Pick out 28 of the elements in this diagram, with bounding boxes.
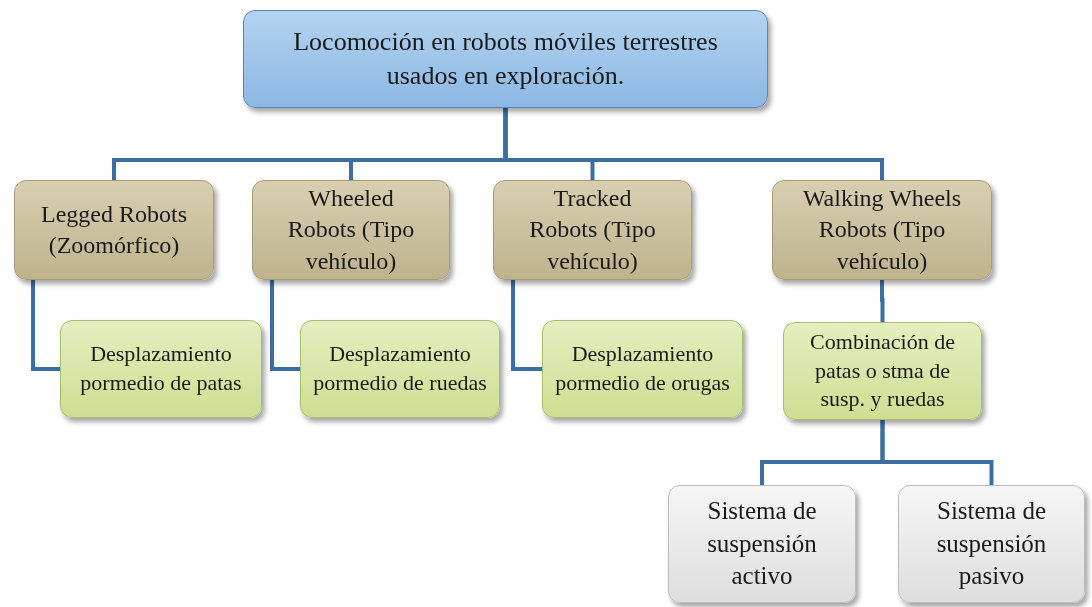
box-label: Legged Robots (Zoomórfico) [41, 199, 187, 260]
connector-line [880, 420, 994, 485]
category-box [542, 320, 743, 418]
connector-line [31, 280, 60, 371]
connector-line [880, 280, 885, 322]
box-label: Desplazamiento pormedio de ruedas [313, 340, 487, 397]
category-box [772, 180, 992, 280]
category-box [668, 485, 856, 603]
category-box [60, 320, 262, 418]
box-label: Sistema de suspensión activo [706, 496, 818, 592]
box-label: Desplazamiento pormedio de orugas [555, 340, 730, 397]
box-label: Locomoción en robots móviles terrestres usados en exploración. [292, 26, 719, 92]
category-box [898, 485, 1085, 603]
category-box [783, 322, 982, 420]
box-label: Combinación de patas o stma de susp. y ruedas [809, 328, 956, 414]
category-box [14, 180, 214, 280]
category-box [493, 180, 692, 280]
connector-line [270, 280, 300, 371]
connector-line [503, 108, 884, 180]
box-label: Desplazamiento pormedio de patas [79, 340, 243, 397]
box-label: Tracked Robots (Tipo vehículo) [528, 184, 657, 276]
category-box [300, 320, 500, 418]
box-label: Wheeled Robots (Tipo vehículo) [286, 184, 416, 276]
box-label: Walking Wheels Robots (Tipo vehículo) [801, 184, 963, 276]
category-box [243, 10, 768, 108]
category-box [252, 180, 450, 280]
box-label: Sistema de suspensión pasivo [935, 496, 1048, 592]
connector-line [511, 280, 542, 371]
